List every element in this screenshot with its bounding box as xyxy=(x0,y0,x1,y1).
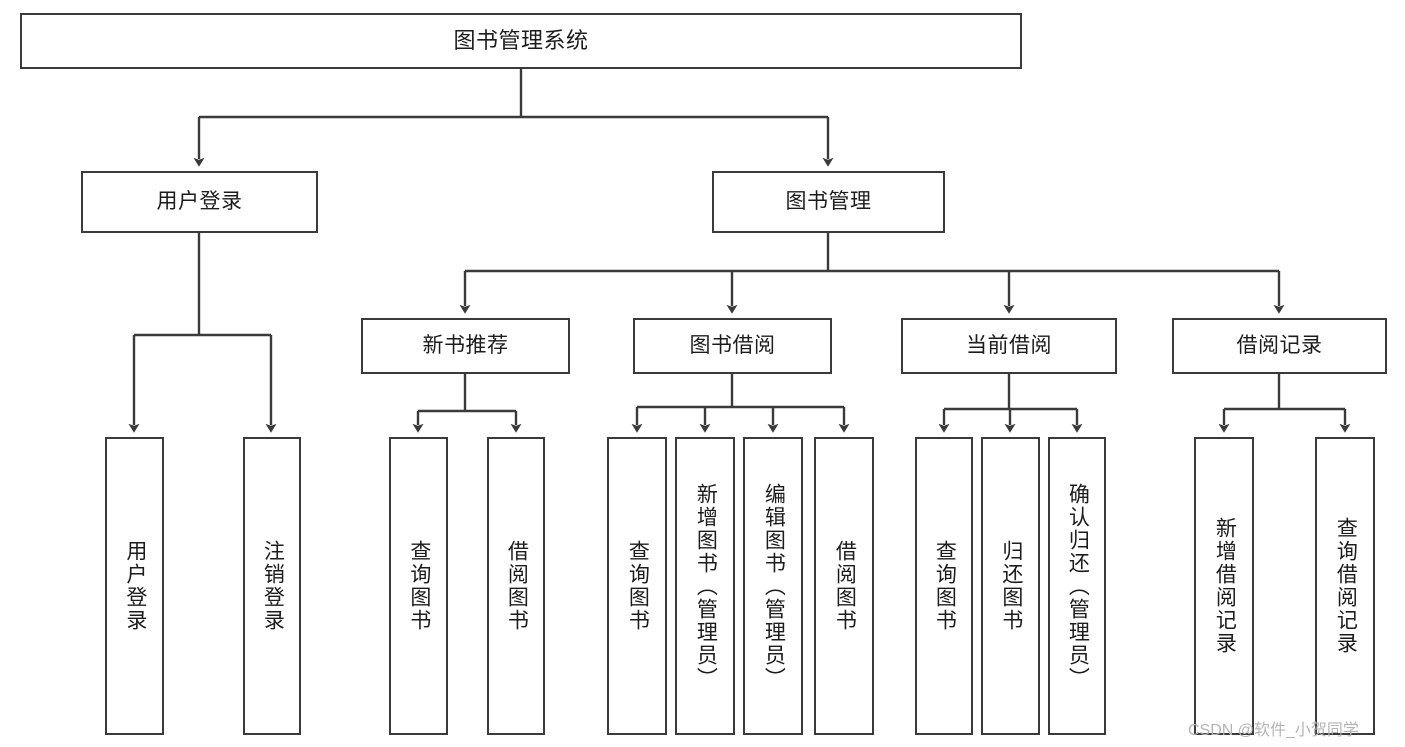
node-leaf-query-book-1[interactable]: 查询图书 xyxy=(389,437,448,735)
watermark-text: CSDN @软件_小贺同学 xyxy=(1188,722,1359,739)
node-leaf-borrow-book-1[interactable]: 借阅图书 xyxy=(487,437,545,735)
node-root[interactable]: 图书管理系统 xyxy=(20,13,1022,69)
node-leaf-query-book-3[interactable]: 查询图书 xyxy=(915,437,973,735)
node-leaf-edit-book[interactable]: 编辑图书（管理员） xyxy=(743,437,803,735)
node-label: 归还图书 xyxy=(999,540,1023,632)
node-label: 新增借阅记录 xyxy=(1213,517,1237,655)
node-label: 新增图书（管理员） xyxy=(694,482,718,690)
node-label: 图书借阅 xyxy=(689,333,776,357)
node-book-borrow[interactable]: 图书借阅 xyxy=(633,318,832,374)
node-leaf-add-borrow-record[interactable]: 新增借阅记录 xyxy=(1194,437,1254,735)
node-label: 用户登录 xyxy=(156,189,243,213)
node-label: 用户登录 xyxy=(123,540,147,632)
node-label: 注销登录 xyxy=(261,540,285,632)
node-leaf-user-login[interactable]: 用户登录 xyxy=(105,437,164,735)
node-label: 查询图书 xyxy=(933,540,957,632)
node-label: 新书推荐 xyxy=(422,333,509,357)
node-label: 查询图书 xyxy=(407,540,431,632)
node-label: 查询借阅记录 xyxy=(1334,517,1358,655)
node-user-login[interactable]: 用户登录 xyxy=(81,171,318,233)
node-borrow-record[interactable]: 借阅记录 xyxy=(1172,318,1387,374)
node-label: 查询图书 xyxy=(626,540,650,632)
node-leaf-borrow-book-2[interactable]: 借阅图书 xyxy=(814,437,874,735)
node-leaf-query-borrow-record[interactable]: 查询借阅记录 xyxy=(1315,437,1375,735)
node-label: 当前借阅 xyxy=(966,333,1052,357)
node-label: 借阅图书 xyxy=(505,540,529,632)
node-label: 图书管理系统 xyxy=(453,28,589,54)
node-leaf-user-logout[interactable]: 注销登录 xyxy=(243,437,301,735)
node-label: 图书管理 xyxy=(785,189,872,213)
node-label: 确认归还（管理员） xyxy=(1066,482,1090,690)
node-current-borrow[interactable]: 当前借阅 xyxy=(901,318,1117,374)
node-leaf-confirm-return[interactable]: 确认归还（管理员） xyxy=(1048,437,1106,735)
node-new-book-recommend[interactable]: 新书推荐 xyxy=(361,318,570,374)
node-leaf-return-book[interactable]: 归还图书 xyxy=(981,437,1040,735)
node-leaf-query-book-2[interactable]: 查询图书 xyxy=(607,437,667,735)
node-label: 编辑图书（管理员） xyxy=(762,482,786,690)
node-book-manage[interactable]: 图书管理 xyxy=(712,171,945,233)
node-label: 借阅记录 xyxy=(1236,333,1323,357)
node-label: 借阅图书 xyxy=(833,540,857,632)
node-leaf-add-book[interactable]: 新增图书（管理员） xyxy=(675,437,735,735)
